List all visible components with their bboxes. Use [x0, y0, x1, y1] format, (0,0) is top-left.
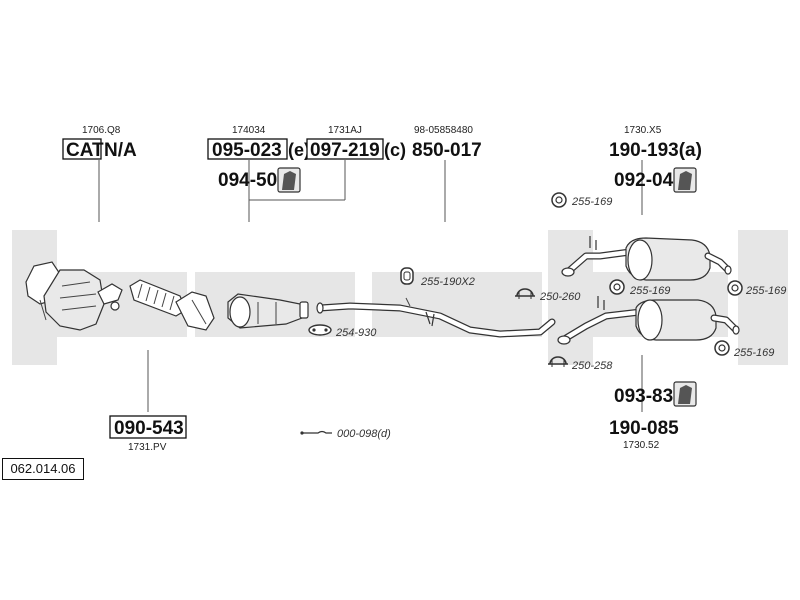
center-pipe: [316, 297, 556, 338]
accessory-254-930: 254-930: [335, 327, 377, 339]
catalog-number: 062.014.06: [2, 458, 84, 480]
accessory-255-169-lower: 255-169: [733, 347, 774, 359]
rubber-mount-icon-mid: [609, 279, 625, 295]
accessory-255-190x2: 255-190X2: [420, 276, 475, 288]
cat-label: CAT: [66, 140, 104, 161]
accessory-250-260: 250-260: [539, 291, 581, 303]
mounting-bracket-094-500: [277, 167, 301, 193]
part-number-092-040: 092-040: [614, 170, 684, 191]
clamp-icon-250-260: [515, 288, 535, 299]
part-number-097-219: 097-219: [310, 140, 380, 161]
reference-1731pv: 1731.PV: [128, 442, 167, 453]
part-number-094-500: 094-500: [218, 170, 288, 191]
reference-1730-52: 1730.52: [623, 440, 660, 451]
part-number-093-839: 093-839: [614, 386, 684, 407]
cat-reference: 1706.Q8: [82, 125, 121, 136]
part-suffix-c: (c): [384, 140, 406, 160]
part-number-190-193: 190-193(a): [609, 140, 702, 161]
part-number-190-085: 190-085: [609, 418, 679, 439]
rubber-mount-icon-right: [727, 280, 743, 296]
cat-na-label: N/A: [104, 140, 137, 161]
sensor-cable-icon: [300, 430, 332, 435]
accessory-255-169-mid: 255-169: [629, 285, 670, 297]
reference-1730x5: 1730.X5: [624, 125, 662, 136]
mounting-bracket-093-839: [673, 381, 697, 407]
mounting-bracket-092-040: [673, 167, 697, 193]
leader-lines: [98, 160, 643, 412]
rear-silencer-lower: [557, 296, 740, 345]
reference-98-05858480: 98-05858480: [414, 125, 473, 136]
part-number-850-017: 850-017: [412, 140, 482, 161]
part-box-097-219: [306, 138, 384, 160]
accessory-255-169-top: 255-169: [571, 196, 612, 208]
accessory-000-098: 000-098(d): [337, 428, 391, 440]
accessory-250-258: 250-258: [571, 360, 613, 372]
gasket-icon: [308, 324, 332, 336]
reference-174034: 174034: [232, 125, 266, 136]
accessory-255-169-right: 255-169: [745, 285, 786, 297]
catalytic-converter-left: [25, 261, 123, 331]
rubber-mount-icon-top: [551, 192, 567, 208]
part-box-095-023: [207, 138, 288, 160]
rubber-ring-icon: [400, 267, 414, 285]
cat-box: [62, 138, 102, 160]
part-number-095-023: 095-023: [212, 140, 282, 161]
reference-1731aj: 1731AJ: [328, 125, 362, 136]
part-box-090-543: [109, 415, 187, 439]
rear-silencer-upper: [561, 236, 732, 281]
part-suffix-e: (e): [288, 140, 310, 160]
particulate-filter: [227, 293, 309, 329]
clamp-icon-250-258: [548, 356, 568, 367]
rubber-mount-icon-lower: [714, 340, 730, 356]
front-pipe-section: [175, 291, 215, 331]
part-number-090-543: 090-543: [114, 418, 184, 439]
